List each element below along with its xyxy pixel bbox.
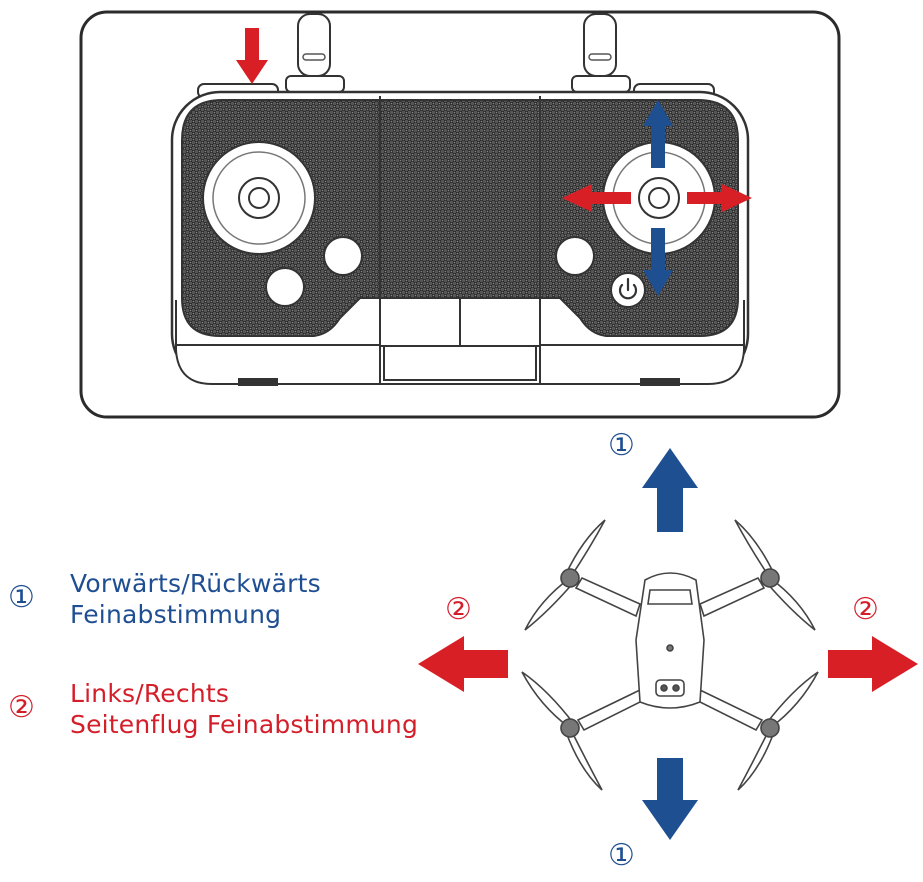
left-stick (202, 141, 316, 255)
arrow-left-icon (418, 636, 508, 692)
carbon-face (181, 99, 739, 337)
legend-item-forward-backward: ① Vorwärts/Rückwärts Feinabstimmung (8, 568, 508, 630)
arrow-right-icon (828, 636, 918, 692)
legend-line-1a: Vorwärts/Rückwärts (70, 569, 321, 598)
stick-arrow-down (643, 228, 673, 296)
legend-marker-2: ② (8, 690, 35, 725)
drone-label-backward: ① (608, 838, 635, 873)
remote-controller (170, 13, 750, 386)
button-right (555, 236, 595, 276)
drone-label-left: ② (445, 592, 472, 627)
legend-marker-1: ① (8, 580, 35, 615)
legend: ① Vorwärts/Rückwärts Feinabstimmung ② Li… (8, 568, 508, 740)
stick-arrow-right (687, 184, 752, 212)
controller-panel (79, 10, 841, 419)
arrow-down-icon (642, 758, 698, 840)
button-left-upper (323, 236, 363, 276)
legend-line-2b: Seitenflug Feinabstimmung (70, 710, 419, 739)
drone-icon (521, 519, 819, 791)
drone-label-forward: ① (608, 428, 635, 463)
legend-item-left-right: ② Links/Rechts Seitenflug Feinabstimmung (8, 678, 508, 740)
stick-arrow-up (643, 100, 673, 168)
stick-arrow-left (562, 184, 631, 212)
legend-line-1b: Feinabstimmung (70, 600, 282, 629)
power-icon (610, 272, 646, 308)
legend-line-2a: Links/Rechts (70, 679, 230, 708)
drone-label-right: ② (852, 592, 879, 627)
arrow-up-icon (642, 448, 698, 532)
button-left-lower (265, 267, 305, 307)
shoulder-press-arrow (236, 28, 268, 84)
phone-clamp (379, 96, 541, 384)
